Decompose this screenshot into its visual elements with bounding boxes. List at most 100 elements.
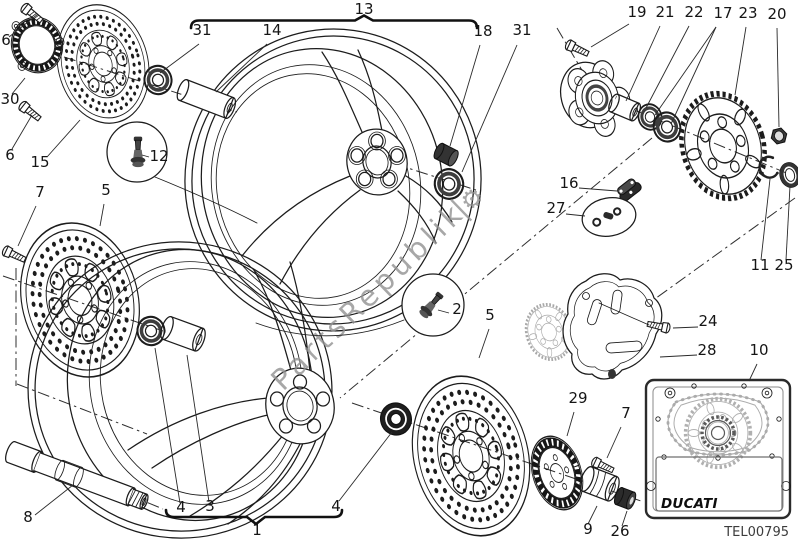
- sensor-ring-rear-holes: [543, 454, 570, 490]
- part-number-6: 6: [1, 31, 11, 49]
- leader-line: [46, 119, 81, 158]
- axle-spacer: [579, 466, 620, 502]
- part-number-17: 17: [713, 4, 732, 22]
- part-number-7: 7: [621, 404, 631, 422]
- circlip: [758, 155, 779, 179]
- part-number-4: 4: [176, 498, 186, 516]
- disc-screw-left: [0, 244, 28, 266]
- leader-line: [8, 13, 39, 38]
- leader-line: [659, 354, 698, 358]
- catalog-kit-box: DUCATI: [644, 378, 792, 520]
- master-link-kit: [581, 197, 637, 237]
- leader-line: [606, 426, 622, 459]
- group-bracket-13: [189, 14, 479, 30]
- leader-line: [461, 44, 518, 173]
- leader-line: [215, 43, 268, 93]
- part-number-12: 12: [149, 147, 168, 165]
- leader-line: [449, 44, 481, 147]
- leader-line: [654, 26, 717, 116]
- rear-spacer: [160, 315, 206, 352]
- leader-line: [785, 185, 791, 261]
- wheel-bush: [433, 142, 459, 167]
- leader-line: [625, 25, 661, 102]
- leader-line: [565, 213, 586, 217]
- part-number-31: 31: [192, 21, 211, 39]
- front-wheel: [184, 28, 482, 332]
- leader-line: [154, 347, 181, 504]
- hub-nut: [770, 127, 788, 145]
- leader-line: [645, 25, 690, 109]
- disc-screw-bottom: [16, 99, 44, 124]
- leader-line: [587, 505, 598, 525]
- part-number-10: 10: [749, 341, 768, 359]
- catalog-code: TEL00795: [723, 525, 789, 539]
- leader-line: [578, 187, 618, 192]
- part-number-31: 31: [512, 21, 531, 39]
- part-number-26: 26: [610, 522, 629, 539]
- leader-line: [670, 26, 717, 125]
- part-number-4: 4: [331, 497, 341, 515]
- leader-line: [159, 43, 200, 74]
- part-number-15: 15: [30, 153, 49, 171]
- drilled-brake-disc-right: [396, 364, 546, 539]
- leader-line: [34, 484, 74, 516]
- leader-line: [760, 178, 771, 261]
- part-number-18: 18: [473, 22, 492, 40]
- leader-line: [17, 205, 37, 247]
- part-number-2: 2: [452, 300, 462, 318]
- axle-nut: [613, 486, 637, 510]
- chain-master-link: [617, 178, 642, 202]
- part-number-5: 5: [485, 306, 495, 324]
- part-number-13: 13: [354, 0, 373, 18]
- leader-line: [186, 354, 210, 503]
- leader-line: [99, 203, 105, 227]
- front-hub: [346, 128, 408, 196]
- rear-bearing-dark: [376, 398, 416, 440]
- part-number-1: 1: [252, 521, 262, 539]
- washer: [779, 162, 798, 188]
- axle: [5, 440, 149, 510]
- rear-sprocket: [669, 84, 776, 208]
- part-number-19: 19: [627, 3, 646, 21]
- flange-spacer: [608, 93, 642, 122]
- leader-line: [776, 27, 780, 128]
- part-number-7: 7: [35, 183, 45, 201]
- part-number-3: 3: [205, 497, 215, 515]
- part-number-20: 20: [767, 5, 786, 23]
- leader-line: [566, 411, 575, 437]
- front-wheel-spokes: [241, 49, 453, 285]
- drilled-brake-disc-left: [5, 210, 155, 389]
- front-spacer: [176, 78, 237, 119]
- part-number-28: 28: [697, 341, 716, 359]
- leader-line: [478, 328, 490, 359]
- rear-hub: [265, 367, 335, 445]
- part-number-24: 24: [698, 312, 717, 330]
- part-number-23: 23: [738, 4, 757, 22]
- part-number-11: 11: [750, 256, 769, 274]
- leader-line: [734, 26, 747, 96]
- leader-line: [672, 326, 699, 329]
- sensor-ring-tabs: [11, 21, 65, 71]
- part-number-8: 8: [23, 508, 33, 526]
- valve-callout-front: [106, 121, 258, 224]
- part-number-27: 27: [546, 199, 565, 217]
- part-number-29: 29: [568, 389, 587, 407]
- flange-screw: [563, 38, 591, 60]
- part-number-30: 30: [0, 90, 19, 108]
- leader-line: [338, 431, 393, 502]
- leader-line: [437, 309, 450, 314]
- sprocket-cover: [562, 273, 663, 380]
- valve-callout-rear: [255, 273, 465, 337]
- leader-line: [11, 114, 33, 150]
- part-number-16: 16: [559, 174, 578, 192]
- cover-screw-line: [598, 302, 650, 326]
- leader-line: [11, 77, 26, 95]
- part-number-22: 22: [684, 3, 703, 21]
- ducati-logo: DUCATI: [661, 496, 718, 512]
- part-number-14: 14: [262, 21, 281, 39]
- drilled-brake-disc-top: [45, 0, 161, 133]
- part-number-6: 6: [5, 146, 15, 164]
